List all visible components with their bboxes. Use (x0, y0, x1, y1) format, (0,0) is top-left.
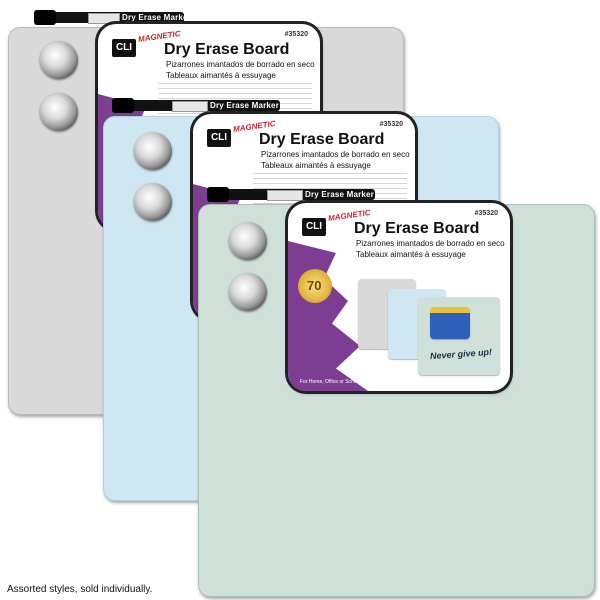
subtitle-spanish: Pizarrones imantados de borrado en seco (356, 239, 505, 248)
marker-label: Dry Erase Marker (210, 101, 280, 110)
sku-number: #35320 (474, 210, 498, 217)
dry-erase-marker: Dry Erase Marker (34, 10, 191, 25)
product-title: Dry Erase Board (164, 41, 290, 58)
product-title: Dry Erase Board (259, 131, 385, 148)
marker-cap (34, 10, 56, 25)
award-seal (298, 269, 332, 303)
marker-cap (112, 98, 134, 113)
subtitle-spanish: Pizarrones imantados de borrado en seco (261, 150, 410, 159)
brand-logo: CLI (112, 39, 136, 57)
mini-postcard (430, 307, 470, 339)
card-purple-graphic (288, 241, 368, 391)
dry-erase-marker: Dry Erase Marker (207, 187, 375, 202)
dry-erase-marker: Dry Erase Marker (112, 98, 280, 113)
marker-band (172, 101, 208, 112)
card-tagline: For Home, Office or School (300, 379, 361, 385)
magnet-icon (40, 41, 78, 79)
marker-label: Dry Erase Marker (305, 190, 375, 199)
footnote: Assorted styles, sold individually. (7, 584, 153, 595)
subtitle-french: Tableaux aimantés à essuyage (166, 71, 276, 80)
magnet-icon (134, 132, 172, 170)
brand-logo: CLI (207, 129, 231, 147)
marker-cap (207, 187, 229, 202)
brand-logo: CLI (302, 218, 326, 236)
marker-band (88, 13, 120, 24)
sku-number: #35320 (379, 121, 403, 128)
product-title: Dry Erase Board (354, 220, 480, 237)
magnet-icon (229, 222, 267, 260)
subtitle-spanish: Pizarrones imantados de borrado en seco (166, 60, 315, 69)
magnet-icon (229, 273, 267, 311)
packaging-card-front: 70 CLI MAGNETIC #35320 Dry Erase Board P… (288, 203, 510, 391)
marker-band (267, 190, 303, 201)
marker-label: Dry Erase Marker (122, 13, 192, 22)
sku-number: #35320 (284, 31, 308, 38)
subtitle-french: Tableaux aimantés à essuyage (356, 250, 466, 259)
seal-number: 70 (307, 278, 322, 293)
magnet-icon (134, 183, 172, 221)
magnet-icon (40, 93, 78, 131)
subtitle-french: Tableaux aimantés à essuyage (261, 161, 371, 170)
